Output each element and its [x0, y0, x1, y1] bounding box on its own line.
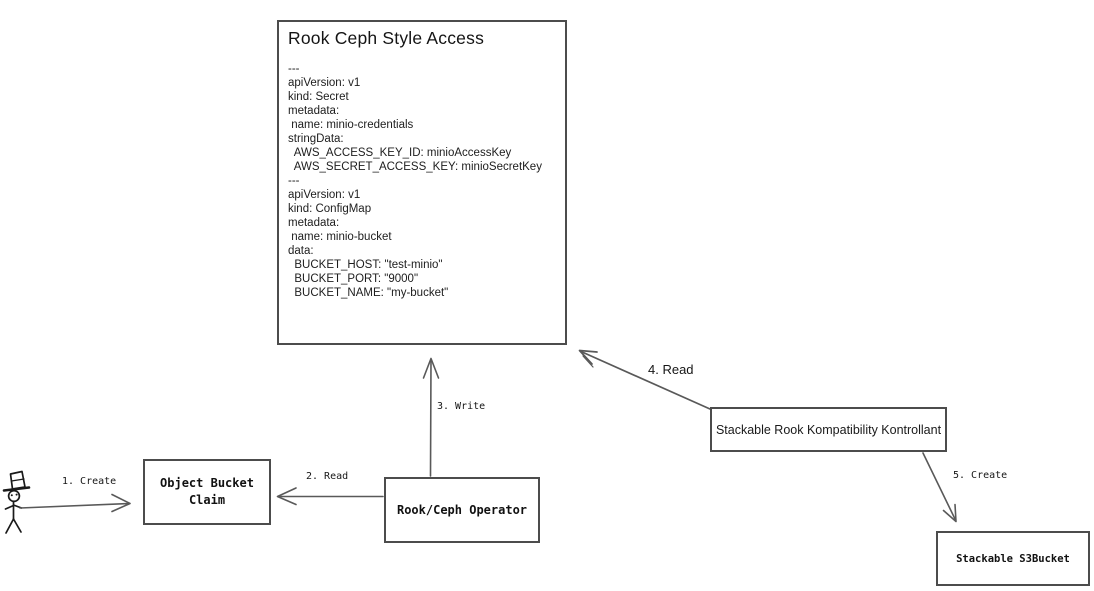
node-object-bucket-claim: Object Bucket Claim	[143, 459, 271, 525]
node-stackable-s3bucket: Stackable S3Bucket	[936, 531, 1090, 586]
style-access-yaml-manifests: --- apiVersion: v1 kind: Secret metadata…	[288, 63, 542, 299]
edge-2-read-label: 2. Read	[306, 471, 349, 482]
edge-3-write-label: 3. Write	[437, 401, 486, 412]
node-stackable-rook-kompatibility-kontrollant: Stackable Rook Kompatibility Kontrollant	[710, 407, 947, 452]
edge-4-read-label: 4. Read	[648, 362, 694, 377]
edge-4-read-arrow	[578, 349, 711, 410]
stick-figure-top-hat-icon	[2, 470, 31, 534]
edge-1-create-arrow	[19, 493, 131, 513]
style-access-title: Rook Ceph Style Access	[288, 28, 485, 48]
edge-5-create-arrow	[922, 452, 957, 523]
edge-5-create-label: 5. Create	[953, 470, 1008, 481]
edge-3-write-arrow	[422, 357, 440, 477]
node-rook-ceph-operator: Rook/Ceph Operator	[384, 477, 540, 543]
edge-2-read-arrow	[276, 487, 384, 506]
node-rook-ceph-style-access: Rook Ceph Style Access --- apiVersion: v…	[277, 20, 567, 345]
edge-1-create-label: 1. Create	[62, 476, 117, 487]
